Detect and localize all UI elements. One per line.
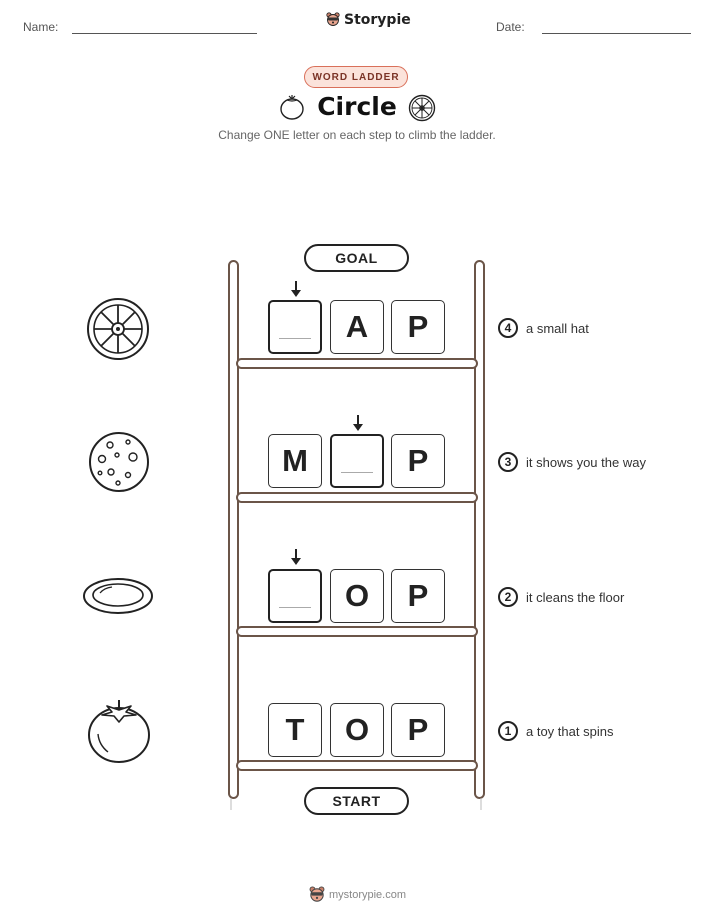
goal-label: GOAL <box>304 244 409 272</box>
bear-mascot-icon <box>326 12 340 26</box>
arrow-down-icon <box>291 549 301 565</box>
plate-icon <box>83 578 153 614</box>
letter-tile: T <box>268 703 322 757</box>
date-field[interactable] <box>542 33 691 34</box>
category-badge: WORD LADDER <box>304 66 408 88</box>
brand-name: Storypie <box>344 12 411 28</box>
clue-number: 2 <box>498 587 518 607</box>
name-label: Name: <box>23 20 59 34</box>
letter-tile: P <box>391 569 445 623</box>
letter-blank-input[interactable] <box>268 569 322 623</box>
letter-tile: P <box>391 300 445 354</box>
start-label: START <box>304 787 409 815</box>
clue-text: a small hat <box>526 320 589 336</box>
letter-tile: A <box>330 300 384 354</box>
footer: mystorypie.com <box>309 886 406 904</box>
moon-icon <box>89 432 149 492</box>
brand-logo: Storypie <box>326 12 411 28</box>
letter-tile: O <box>330 703 384 757</box>
clue-number: 1 <box>498 721 518 741</box>
bear-mascot-icon <box>309 886 325 902</box>
arrow-down-icon <box>353 415 363 431</box>
wheel-icon <box>87 298 149 360</box>
clue-item: 2 it cleans the floor <box>498 587 624 607</box>
letter-tile: P <box>391 703 445 757</box>
clue-item: 1 a toy that spins <box>498 721 613 741</box>
tomato-small-icon <box>280 95 304 120</box>
page-title: Circle <box>317 92 397 121</box>
letter-blank-input[interactable] <box>330 434 384 488</box>
arrow-down-icon <box>291 281 301 297</box>
instructions: Change ONE letter on each step to climb … <box>218 128 496 142</box>
clue-text: it shows you the way <box>526 454 646 470</box>
tomato-icon <box>88 700 150 763</box>
clue-text: it cleans the floor <box>526 589 625 605</box>
letter-tile: O <box>330 569 384 623</box>
clue-number: 4 <box>498 318 518 338</box>
clue-number: 3 <box>498 452 518 472</box>
clue-text: a toy that spins <box>526 723 614 739</box>
wheel-small-icon <box>408 94 436 122</box>
name-field[interactable] <box>72 33 257 34</box>
clue-item: 4 a small hat <box>498 318 589 338</box>
footer-url[interactable]: mystorypie.com <box>329 889 407 901</box>
letter-blank-input[interactable] <box>268 300 322 354</box>
date-label: Date: <box>496 20 525 34</box>
letter-tile: M <box>268 434 322 488</box>
letter-tile: P <box>391 434 445 488</box>
clue-item: 3 it shows you the way <box>498 452 646 472</box>
